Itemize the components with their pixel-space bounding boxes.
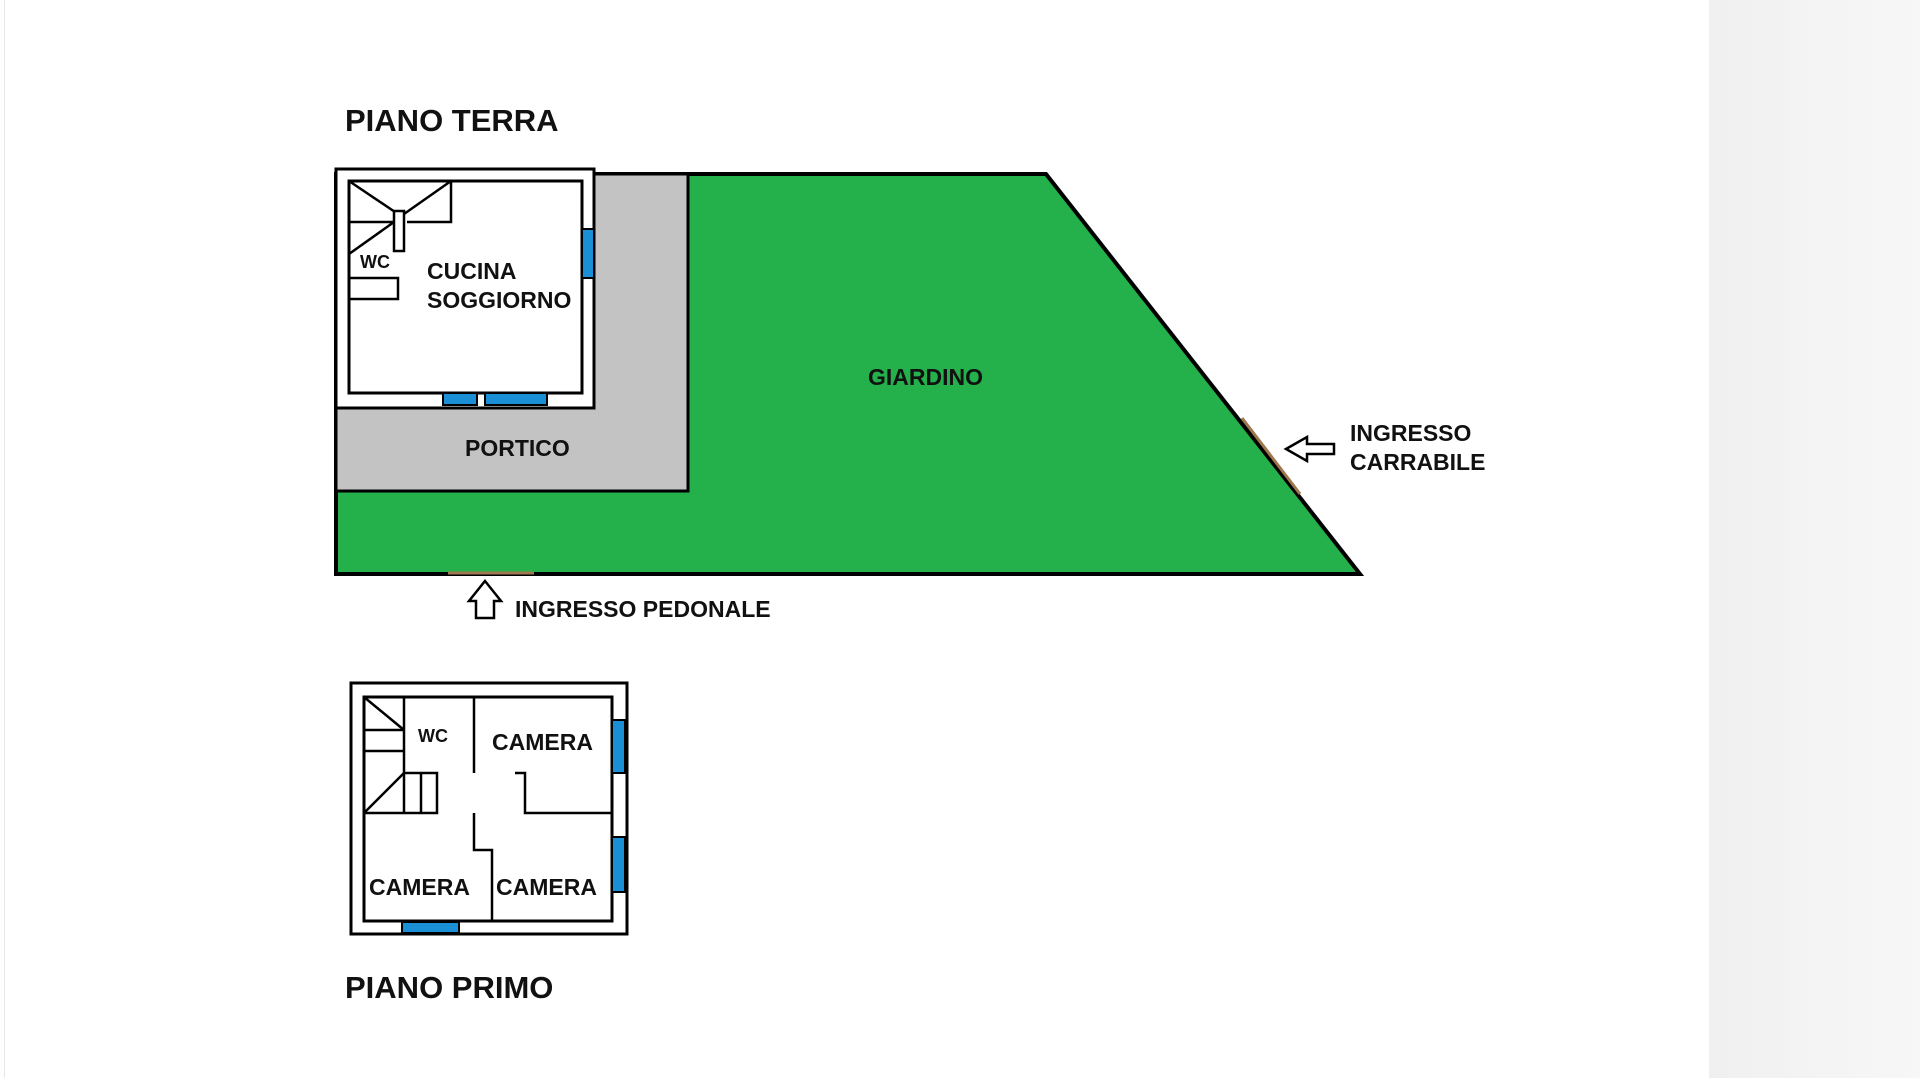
window-south-2 <box>484 392 548 406</box>
vehicle-entrance-label-2: CARRABILE <box>1350 449 1485 475</box>
bedroom-bottom-right-label: CAMERA <box>496 874 597 900</box>
window-first-east-2 <box>611 836 626 893</box>
first-wc-label: WC <box>418 726 448 746</box>
staircase-ground <box>348 179 453 256</box>
viewer-side-panel <box>1709 0 1920 1078</box>
window-first-south <box>401 921 460 934</box>
ground-wc-label: WC <box>360 252 390 272</box>
vehicle-entrance-arrow-icon <box>1283 434 1336 464</box>
first-floor-partitions <box>472 697 612 921</box>
bedroom-top-label: CAMERA <box>492 729 593 755</box>
kitchen-label-1: CUCINA <box>427 258 516 284</box>
pedestrian-entrance-arrow-icon <box>466 578 504 620</box>
staircase-first <box>363 695 439 815</box>
garden-label: GIARDINO <box>868 364 983 390</box>
window-east <box>581 228 595 279</box>
pedestrian-entrance-label: INGRESSO PEDONALE <box>515 596 771 622</box>
portico-label: PORTICO <box>465 435 570 461</box>
ground-floor-title: PIANO TERRA <box>345 103 559 138</box>
ground-floor-house <box>334 167 596 410</box>
window-south-1 <box>442 392 478 406</box>
window-first-east-1 <box>611 719 626 774</box>
bedroom-bottom-left-label: CAMERA <box>369 874 470 900</box>
first-floor-title: PIANO PRIMO <box>345 970 553 1005</box>
kitchen-label-2: SOGGIORNO <box>427 287 571 313</box>
vehicle-gate <box>1240 417 1302 495</box>
wc-partition-ground <box>349 276 400 301</box>
vehicle-entrance-label-1: INGRESSO <box>1350 420 1471 446</box>
